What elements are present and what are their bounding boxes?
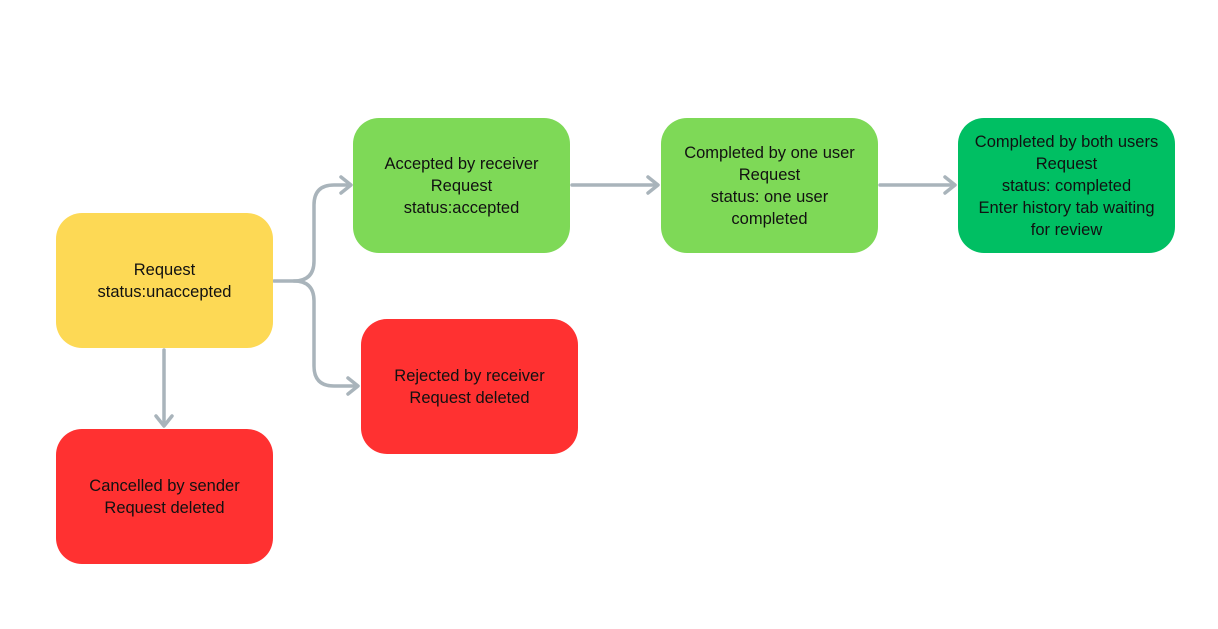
edge-unaccepted-to-cancelled-arrowhead bbox=[154, 414, 174, 428]
node-line: completed bbox=[731, 209, 808, 228]
node-line: status: completed bbox=[1001, 176, 1132, 195]
node-line: Completed by both users bbox=[974, 132, 1159, 151]
node-line: for review bbox=[1030, 220, 1103, 239]
node-line: Request bbox=[430, 176, 493, 195]
edge-accepted-to-one-user-completed-arrowhead bbox=[646, 175, 660, 195]
node-line: Request deleted bbox=[409, 388, 530, 407]
node-line: status:accepted bbox=[403, 198, 520, 217]
edge-unaccepted-to-rejected bbox=[292, 279, 359, 388]
node-line: status:unaccepted bbox=[97, 282, 232, 301]
node-accepted-by-receiver: Accepted by receiver Request status:acce… bbox=[353, 118, 570, 253]
node-line: Enter history tab waiting bbox=[978, 198, 1155, 217]
node-line: Accepted by receiver bbox=[384, 154, 539, 173]
node-request-unaccepted: Request status:unaccepted bbox=[56, 213, 273, 348]
edge-unaccepted-to-accepted bbox=[272, 183, 352, 283]
node-cancelled-by-sender: Cancelled by sender Request deleted bbox=[56, 429, 273, 564]
node-completed-by-one-user: Completed by one user Request status: on… bbox=[661, 118, 878, 253]
node-line: Completed by one user bbox=[684, 143, 855, 162]
node-line: Request bbox=[1035, 154, 1098, 173]
edge-unaccepted-to-rejected-arrowhead bbox=[346, 376, 360, 396]
node-line: Rejected by receiver bbox=[394, 366, 545, 385]
node-line: Cancelled by sender bbox=[89, 476, 240, 495]
node-line: status: one user bbox=[710, 187, 829, 206]
node-line: Request bbox=[133, 260, 196, 279]
edge-unaccepted-to-accepted-arrowhead bbox=[339, 175, 353, 195]
node-rejected-by-receiver: Rejected by receiver Request deleted bbox=[361, 319, 578, 454]
edge-one-user-to-both-users-completed-arrowhead bbox=[943, 175, 957, 195]
node-line: Request bbox=[738, 165, 801, 184]
node-line: Request deleted bbox=[104, 498, 225, 517]
node-completed-by-both-users: Completed by both users Request status: … bbox=[958, 118, 1175, 253]
